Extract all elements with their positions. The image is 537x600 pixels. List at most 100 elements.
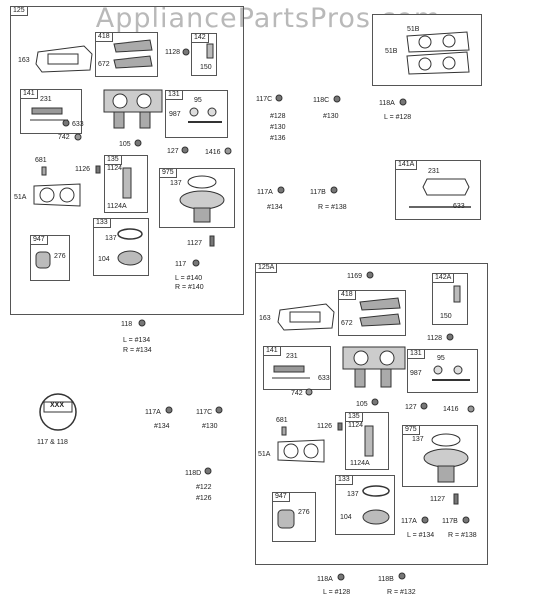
kit-125-418-box: 418: [95, 32, 158, 77]
screw-icon[interactable]: [138, 319, 146, 327]
kit-125a-418-box: 418: [338, 290, 406, 336]
screw-icon[interactable]: [165, 406, 173, 414]
part-131-label: 131: [408, 350, 425, 359]
spring-icon[interactable]: [305, 388, 313, 396]
screw-icon[interactable]: [399, 98, 407, 106]
screw-icon[interactable]: [337, 573, 345, 581]
jet-kit-icon[interactable]: [430, 364, 474, 386]
part-127-label: 127: [167, 148, 179, 155]
spring-icon[interactable]: [74, 133, 82, 141]
gasket-icon[interactable]: [34, 44, 94, 74]
nut-icon[interactable]: [224, 147, 232, 155]
screw-icon[interactable]: [94, 165, 102, 174]
part-672-label: 672: [98, 61, 110, 68]
kit-125-box: 125: [10, 6, 244, 315]
float-bowl-icon[interactable]: [172, 172, 230, 226]
part-141-label: 141: [21, 90, 38, 99]
xxx-part-icon[interactable]: [38, 388, 78, 434]
part-1169-label: 1169: [347, 273, 363, 280]
part-418-label: 418: [339, 291, 356, 300]
fuel-pipe-icon[interactable]: [118, 166, 136, 202]
screw-icon[interactable]: [336, 422, 344, 431]
screw-icon[interactable]: [366, 271, 374, 279]
part-150-label: 150: [440, 313, 452, 320]
part-142a-label: 142A: [433, 274, 455, 283]
gasket-icon[interactable]: [276, 302, 336, 332]
screw-icon[interactable]: [421, 516, 429, 524]
fuel-solenoid-icon[interactable]: [32, 248, 56, 276]
kit-125a-label: 125A: [256, 264, 278, 273]
part-418-label: 418: [96, 33, 113, 42]
throttle-lever-icon[interactable]: [28, 104, 72, 124]
nut-icon[interactable]: [467, 405, 475, 413]
part-1128-label: 1128: [427, 335, 443, 342]
carburetor-icon[interactable]: [339, 343, 409, 395]
ref-b118a-1: L = #128: [323, 589, 351, 596]
part-127-label: 127: [405, 404, 417, 411]
jet-kit-icon[interactable]: [186, 106, 226, 128]
intake-gasket-icon[interactable]: [276, 438, 326, 464]
carburetor-icon[interactable]: [100, 86, 166, 136]
intake-gasket-icon[interactable]: [32, 182, 82, 208]
screw-icon[interactable]: [192, 259, 200, 267]
part-681-label: 681: [276, 417, 288, 424]
gasket-pair-icon[interactable]: [112, 38, 154, 74]
screw-icon[interactable]: [462, 516, 470, 524]
ref-117c-1: #128: [270, 113, 286, 120]
part-742-label: 742: [58, 134, 70, 141]
ref-b117a: 117A: [145, 409, 161, 416]
ref-117a-1: #134: [267, 204, 283, 211]
kit-125a-box: 125A: [255, 263, 488, 565]
xxx-label: XXX: [50, 402, 65, 409]
screw-icon[interactable]: [277, 186, 285, 194]
screw-icon[interactable]: [330, 186, 338, 194]
float-bowl-icon[interactable]: [416, 430, 474, 486]
part-947-label: 947: [273, 493, 290, 502]
screw-icon[interactable]: [208, 235, 216, 247]
ref-117b: 117B: [310, 189, 326, 196]
fuel-pipe-icon[interactable]: [360, 424, 378, 460]
screw-icon[interactable]: [181, 146, 189, 154]
fuel-solenoid-icon[interactable]: [274, 506, 300, 536]
solenoid-icon[interactable]: [452, 284, 462, 304]
ref-118a-1: L = #128: [384, 114, 412, 121]
screw-icon[interactable]: [371, 398, 379, 406]
screw-icon[interactable]: [420, 402, 428, 410]
ref-118-left: L = #134: [123, 337, 151, 344]
part-95-label: 95: [437, 355, 445, 362]
solenoid-icon[interactable]: [205, 42, 215, 60]
ref-118c: 118C: [313, 97, 330, 104]
screw-icon[interactable]: [62, 119, 70, 127]
screw-icon[interactable]: [398, 572, 406, 580]
part-276-label: 276: [298, 509, 310, 516]
screw-icon[interactable]: [204, 467, 212, 475]
part-276-label: 276: [54, 253, 66, 260]
ref-b117c-1: #130: [202, 423, 218, 430]
screw-icon[interactable]: [134, 139, 142, 147]
spring-icon[interactable]: [40, 166, 48, 176]
part-163-label: 163: [18, 57, 30, 64]
o-ring-icon[interactable]: [360, 483, 392, 531]
part-141a-633: 633: [453, 203, 465, 210]
screw-icon[interactable]: [275, 94, 283, 102]
kit-125a-131-box: 131: [407, 349, 478, 393]
part-742-label: 742: [291, 390, 303, 397]
gasket-set-icon[interactable]: [403, 30, 473, 78]
part-975-label: 975: [403, 426, 420, 435]
throttle-bracket-icon[interactable]: [405, 175, 475, 215]
part-105-label: 105: [119, 141, 131, 148]
spring-icon[interactable]: [280, 426, 288, 436]
screw-icon[interactable]: [333, 95, 341, 103]
screw-icon[interactable]: [215, 406, 223, 414]
part-141a-231: 231: [428, 168, 440, 175]
gasket-pair-icon[interactable]: [358, 296, 402, 332]
part-1124a-label: 1124A: [350, 460, 370, 467]
screw-icon[interactable]: [182, 48, 190, 56]
screw-icon[interactable]: [452, 493, 460, 505]
part-1124-label: 1124: [348, 422, 364, 429]
screw-icon[interactable]: [446, 333, 454, 341]
part-672-label: 672: [341, 320, 353, 327]
o-ring-icon[interactable]: [115, 226, 145, 272]
throttle-lever-icon[interactable]: [270, 362, 314, 382]
ref-118d-2: #126: [196, 495, 212, 502]
